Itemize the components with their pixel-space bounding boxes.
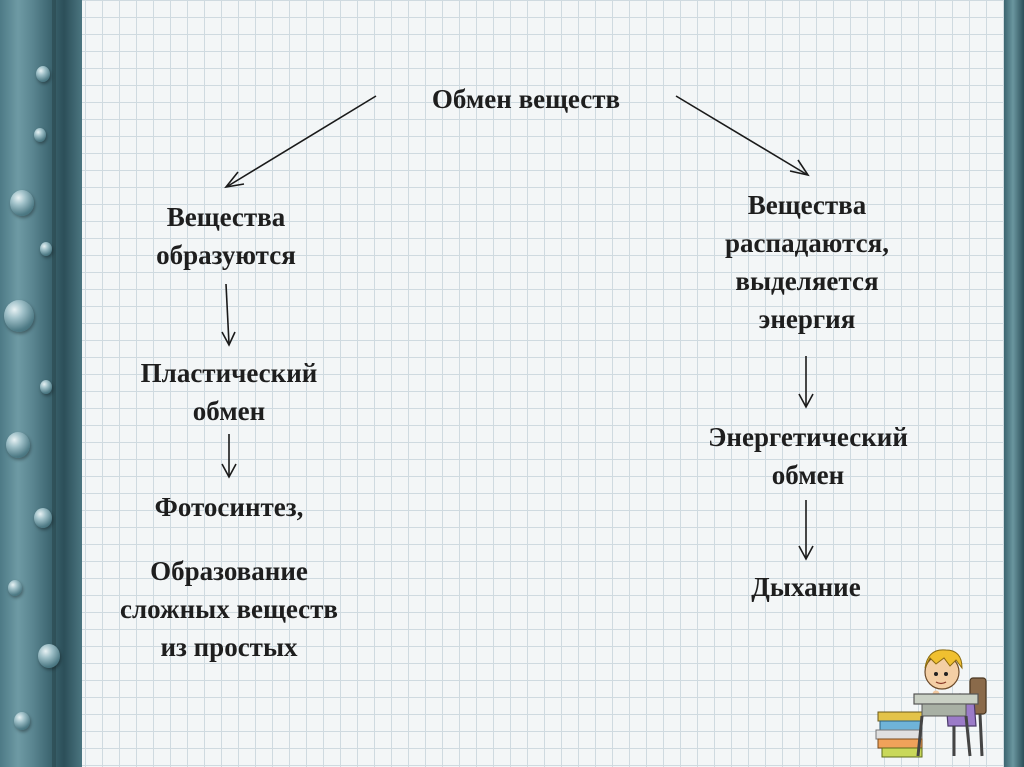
left-result-line: сложных веществ [120,594,338,624]
water-droplet [4,300,34,332]
arrow-root-to-left [227,95,377,187]
water-droplet [8,580,22,596]
root-node: Обмен веществ [376,80,676,118]
right-condition-node: Вещества распадаются, выделяется энергия [680,186,934,338]
arrowhead-icon [221,463,237,479]
left-process-line: Пластический [140,358,318,388]
arrowhead-icon [789,159,810,177]
left-condition-node: Вещества образуются [96,198,356,274]
frame-groove [52,0,56,767]
water-droplet [34,128,46,142]
right-condition-line: энергия [758,304,856,334]
arrow-left-1 [225,283,230,345]
right-example-node: Дыхание [686,568,926,606]
right-condition-line: распадаются, [725,228,889,258]
left-condition-line: Вещества [166,202,286,232]
water-droplet [36,66,50,82]
water-droplet [40,380,52,394]
left-result-line: из простых [160,632,298,662]
left-example-node: Фотосинтез, [96,488,362,526]
left-process-node: Пластический обмен [86,354,372,430]
left-example-label: Фотосинтез, [154,492,304,522]
water-droplet [34,508,52,528]
arrow-root-to-right [675,95,807,175]
left-condition-line: образуются [156,240,296,270]
right-example-label: Дыхание [751,572,861,602]
root-label: Обмен веществ [431,84,621,114]
arrowhead-icon [798,393,814,409]
right-condition-line: выделяется [735,266,879,296]
arrowhead-icon [224,171,245,189]
left-process-line: обмен [192,396,266,426]
left-result-line: Образование [150,556,308,586]
water-droplet [10,190,34,216]
left-result-node: Образование сложных веществ из простых [76,552,382,666]
water-droplet [38,644,60,668]
right-process-line: Энергетический [708,422,908,452]
water-droplet [6,432,30,458]
water-droplet [14,712,30,730]
right-decorative-frame [1004,0,1024,767]
boy-at-desk-clipart [875,649,987,758]
arrowhead-icon [798,545,814,561]
right-process-node: Энергетический обмен [666,418,950,494]
water-droplet [40,242,52,256]
right-process-line: обмен [771,460,845,490]
books-stack-icon [875,711,923,758]
right-condition-line: Вещества [747,190,867,220]
arrowhead-icon [221,331,236,347]
